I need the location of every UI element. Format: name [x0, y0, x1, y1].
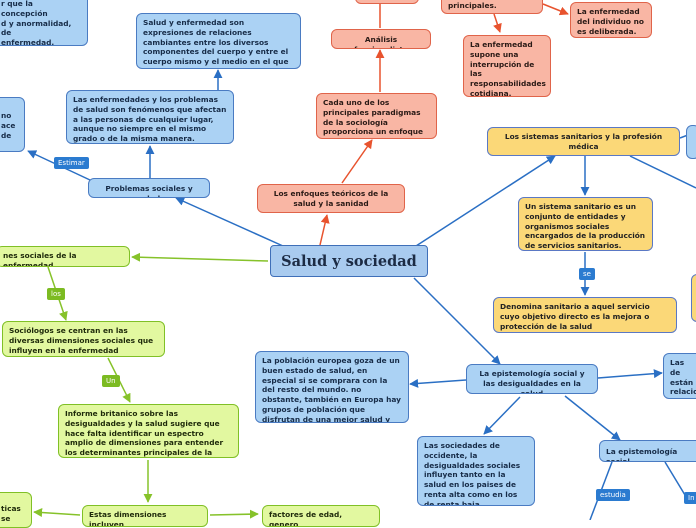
node-factores-edad[interactable]: factores de edad, genero — [262, 505, 380, 527]
link-root-sistemas — [415, 155, 556, 247]
node-top-right-cut[interactable] — [686, 125, 696, 159]
link-top-interrupcion — [493, 13, 502, 33]
node-poblacion-europea[interactable]: La población europea goza de un buen est… — [255, 351, 409, 423]
node-left-mid-cut[interactable]: no ace de — [0, 97, 25, 152]
node-sistema-conjunto[interactable]: Un sistema sanitario es un conjunto de e… — [518, 197, 653, 251]
link-sistemas-right — [629, 155, 696, 189]
node-right-yellow-cut[interactable] — [691, 274, 696, 322]
node-dimensiones-enfermedad[interactable]: nes sociales de la enfermedad — [0, 246, 130, 267]
node-enfermedad-interrupcion[interactable]: La enfermedad supone una interrupción de… — [463, 35, 551, 97]
node-sociologos[interactable]: Sociólogos se centran en las diversas di… — [2, 321, 165, 357]
root-node-salud-y-sociedad[interactable]: Salud y sociedad — [270, 245, 428, 277]
link-enfoques-paradigmas — [341, 139, 373, 184]
link-epi-sociedades — [483, 396, 521, 435]
link-label-in: In — [684, 492, 696, 504]
node-informe-britanico[interactable]: Informe britanico sobre las desigualdade… — [58, 404, 239, 458]
node-right-mid-cut[interactable]: Las de están relacio desigu — [663, 353, 696, 399]
node-principales-cut[interactable]: principales. — [441, 0, 543, 14]
link-epi-poblacion — [409, 378, 467, 388]
node-paradigmas[interactable]: Cada uno de los principales paradigmas d… — [316, 93, 437, 139]
node-denomina-sanitario[interactable]: Denomina sanitario a aquel servicio cuyo… — [493, 297, 677, 333]
link-root-dimensiones — [131, 252, 269, 262]
link-estas-factores — [209, 509, 259, 519]
node-enfermedades-problemas[interactable]: Las enfermedades y los problemas de salu… — [66, 90, 234, 144]
link-estas-leftcut — [33, 508, 81, 518]
node-estas-dimensiones[interactable]: Estas dimensiones incluyen — [82, 505, 208, 527]
link-epi-rightnode — [597, 369, 663, 379]
node-epistemologia-desigualdades[interactable]: La epistemología social y las desigualda… — [466, 364, 598, 394]
link-label-estudia: estudia — [596, 489, 630, 501]
link-epi-epi-social — [564, 395, 621, 441]
node-bottom-left-cut[interactable]: ticas se — [0, 492, 32, 528]
node-enfermedad-deliberada[interactable]: La enfermedad del individuo no es delibe… — [570, 2, 652, 38]
link-label-los: los — [47, 288, 65, 300]
link-top-deliberada — [542, 3, 569, 16]
link-label-estimar: Estimar — [54, 157, 89, 169]
node-top-orange-cut[interactable] — [355, 0, 419, 4]
node-enfoques-teoricos[interactable]: Los enfoques teóricos de la salud y la s… — [257, 184, 405, 213]
link-root-problemas — [175, 197, 284, 247]
link-root-enfoques — [319, 214, 330, 246]
node-epistemologia-social[interactable]: La epistemología social — [599, 440, 696, 462]
node-sociedades-occidente[interactable]: Las sociedades de occidente, la desigual… — [417, 436, 535, 506]
node-analisis-funcionalista[interactable]: Análisis funcionalista — [331, 29, 431, 49]
node-salud-expresiones[interactable]: Salud y enfermedad son expresiones de re… — [136, 13, 301, 69]
link-label-se: se — [579, 268, 595, 280]
node-concepcion-cut[interactable]: r que la concepción d y anormalidad, de … — [0, 0, 88, 46]
node-problemas-sociales[interactable]: Problemas sociales y salud — [88, 178, 210, 198]
node-sistemas-sanitarios[interactable]: Los sistemas sanitarios y la profesión m… — [487, 127, 680, 156]
link-root-epistemologia — [413, 277, 501, 365]
link-label-un: Un — [102, 375, 120, 387]
